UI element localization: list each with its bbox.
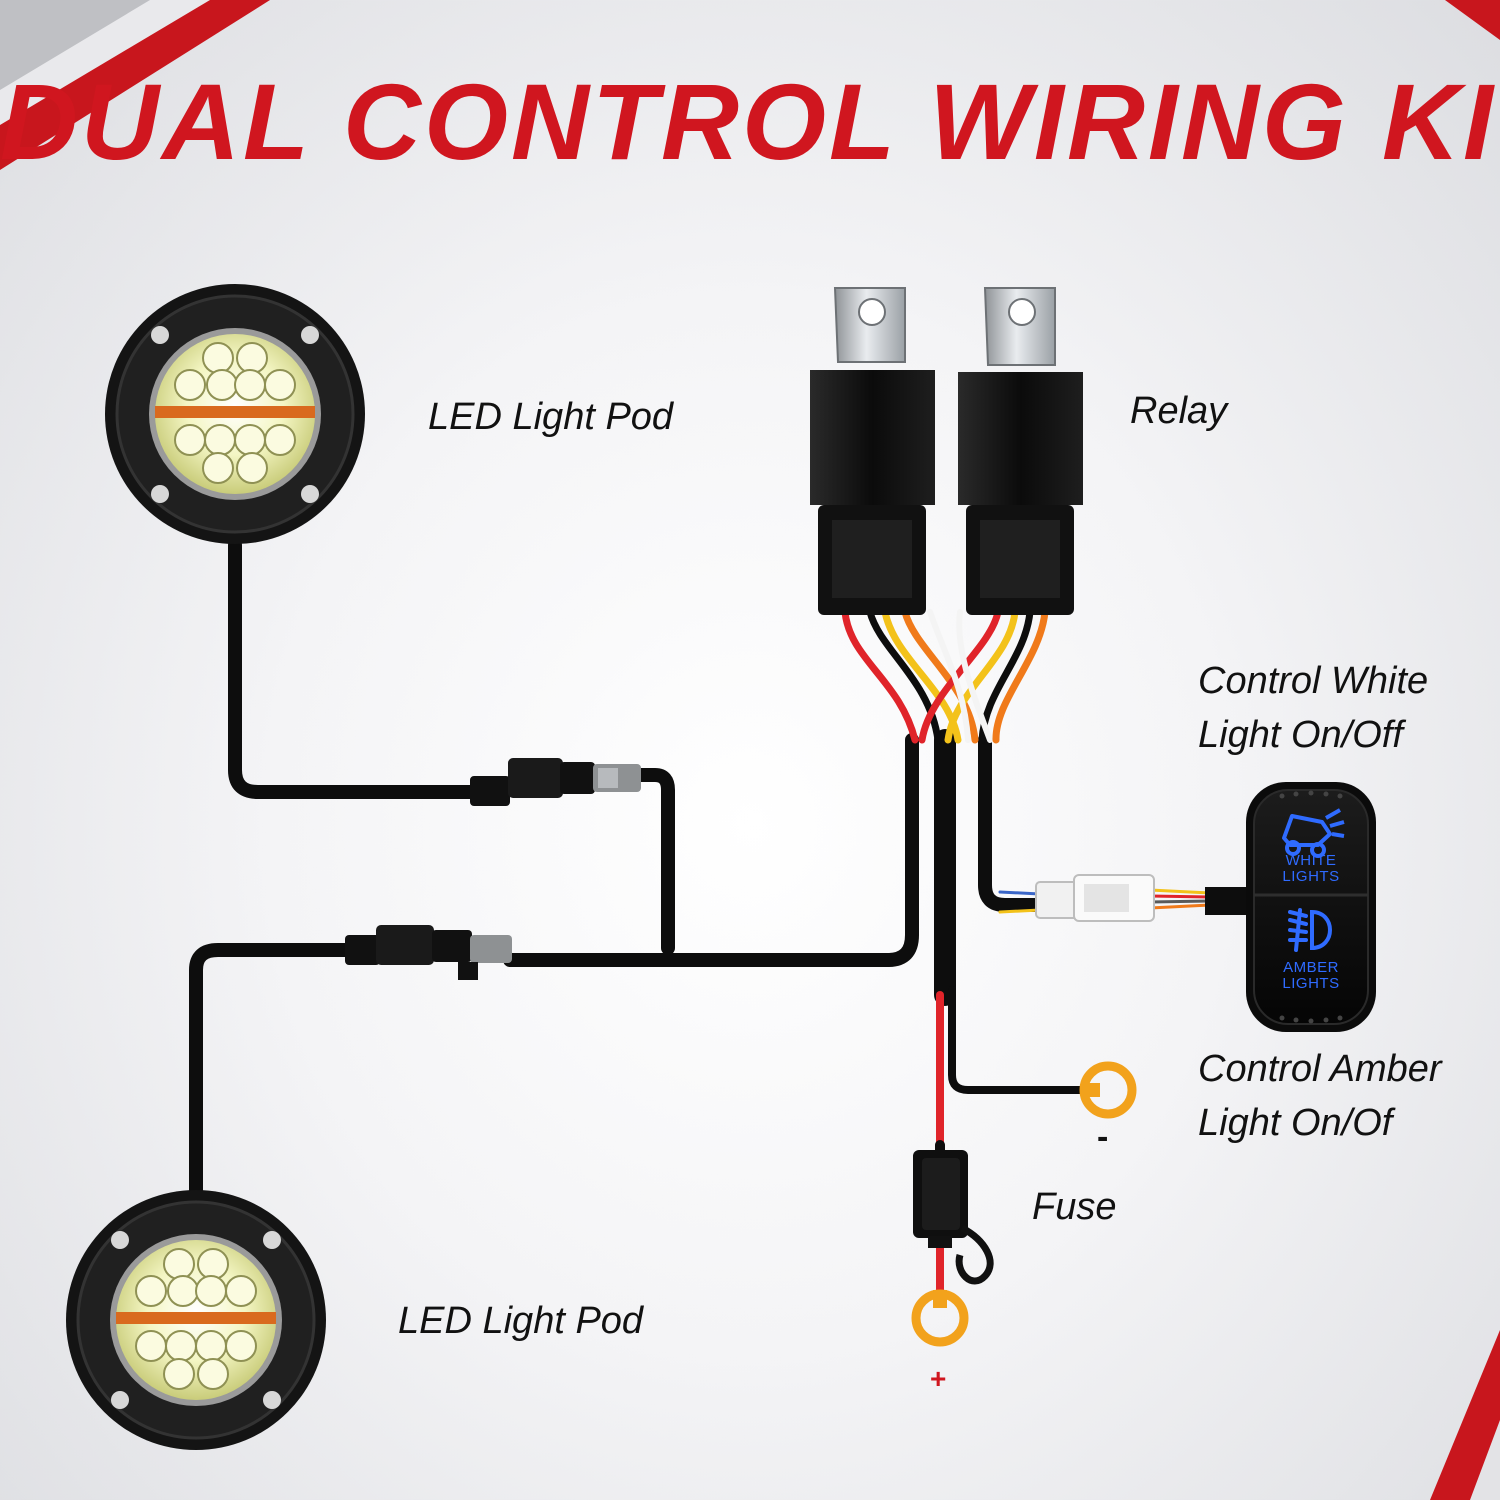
positive-sign: + [930,1363,947,1394]
switch-connector [1035,874,1155,922]
label-control-amber-line2: Light On/Of [1198,1102,1393,1144]
label-control-white-line2: Light On/Off [1198,714,1403,756]
ring-terminal-ground [1079,1061,1137,1119]
label-fuse: Fuse [1032,1186,1117,1228]
pod-connector-bottom [345,925,512,980]
led-pod-bottom [66,1190,326,1450]
rocker-switch [1246,782,1376,1032]
switch-amber-lights-label: AMBER LIGHTS [1282,959,1340,992]
corner-accent-bottom-right [1430,1330,1500,1500]
label-control-amber-line1: Control Amber [1198,1048,1442,1090]
led-pod-top [105,284,365,544]
label-relay: Relay [1130,390,1228,432]
label-led-pod-bottom: LED Light Pod [398,1300,644,1342]
label-led-pod-top: LED Light Pod [428,396,674,438]
harness-wires [189,538,1250,1299]
ring-terminal-positive [911,1289,969,1347]
page-title: DUAL CONTROL WIRING KIT [0,61,1500,182]
corner-accent-top-right [1445,0,1500,40]
relay-left [810,287,935,615]
ground-sign: - [1097,1118,1109,1156]
fog-light-icon [1288,908,1332,952]
offroad-vehicle-icon [1282,808,1345,858]
switch-white-lights-label: WHITE LIGHTS [1282,852,1340,885]
fuse-holder [913,1150,994,1285]
pod-connector-top [470,758,641,806]
relay-right [958,287,1083,615]
label-control-white-line1: Control White [1198,660,1429,702]
corner-accent-top-left [0,0,270,170]
